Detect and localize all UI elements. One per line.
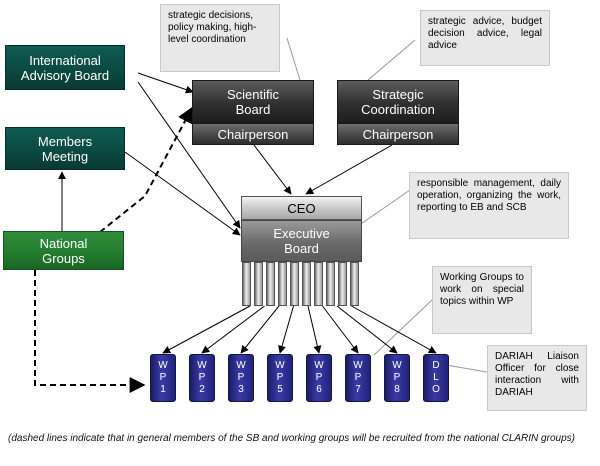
work-package-letter: P (315, 372, 323, 383)
work-package-letter: 6 (316, 384, 322, 395)
eb-to-wp-arrow (307, 305, 322, 354)
eb-to-wp-arrow (201, 305, 265, 354)
work-package-letter: W (236, 360, 246, 371)
work-package-letter: 3 (238, 384, 244, 395)
board-pillar (266, 262, 275, 306)
ceo: CEO (241, 196, 362, 220)
eb-to-wp-arrow (322, 305, 359, 354)
work-package-letter: W (392, 360, 402, 371)
national-groups: National Groups (3, 231, 124, 270)
eb-to-wp-arrow (240, 305, 280, 354)
strategic-coordination: Strategic Coordination (337, 80, 459, 123)
ceo-note-text: responsible management, daily operation,… (417, 178, 561, 213)
board-pillar (278, 262, 287, 306)
dlo-note-pointer (445, 364, 488, 373)
footnote-caption: (dashed lines indicate that in general m… (8, 433, 575, 444)
board-pillar (290, 262, 299, 306)
members-meeting-label: Members Meeting (37, 133, 93, 164)
work-package-letter: 1 (160, 384, 166, 395)
work-package-letter: 2 (199, 384, 205, 395)
work-package-letter: 8 (394, 384, 400, 395)
sc-to-ceo-arrow (305, 144, 393, 195)
eb-to-wp-arrow (351, 305, 437, 354)
board-pillar (338, 262, 347, 306)
scientific-board-label: Scientific Board (226, 86, 280, 117)
board-pillar (254, 262, 263, 306)
wg-note-pointer (373, 299, 433, 356)
dlo-note-text: DARIAH Liaison Officer for close interac… (495, 351, 579, 398)
eb-to-wp-arrows (162, 305, 437, 354)
ceo-label: CEO (287, 200, 316, 216)
scientific-board-note-text: strategic decisions, policy making, high… (168, 10, 257, 45)
eb-to-wp-arrow (278, 305, 294, 354)
executive-board: Executive Board (241, 220, 362, 262)
mm-to-eb-arrow (124, 151, 241, 236)
working-groups-note-text: Working Groups to work on special topics… (440, 272, 524, 307)
work-package-letter: W (275, 360, 285, 371)
scientific-board: Scientific Board (192, 80, 314, 123)
strategic-coordination-note: strategic advice, budget decision advice… (420, 10, 550, 66)
dlo-note: DARIAH Liaison Officer for close interac… (487, 345, 587, 411)
national-groups-label: National Groups (39, 235, 88, 266)
work-package-letter: P (393, 372, 401, 383)
scientific-board-chairperson: Chairperson (192, 123, 314, 145)
scientific-board-chairperson-label: Chairperson (217, 126, 289, 142)
work-package-letter: P (198, 372, 206, 383)
work-package-letter: L (433, 372, 439, 383)
strategic-coordination-chairperson-label: Chairperson (362, 126, 434, 142)
work-package-letter: D (432, 360, 440, 371)
board-pillar (302, 262, 311, 306)
work-package-letter: W (158, 360, 168, 371)
strategic-coordination-note-text: strategic advice, budget decision advice… (428, 16, 542, 51)
work-package-letter: 7 (355, 384, 361, 395)
work-package-letter: W (353, 360, 363, 371)
iab-to-eb-arrow (137, 81, 241, 229)
members-meeting: Members Meeting (5, 127, 125, 170)
scientific-board-note: strategic decisions, policy making, high… (160, 4, 280, 72)
board-pillar (242, 262, 251, 306)
work-package-letter: 5 (277, 384, 283, 395)
sc-note-pointer (367, 39, 416, 81)
board-pillar (326, 262, 335, 306)
work-package-letter: W (197, 360, 207, 371)
sb-to-ceo-arrow (253, 144, 292, 195)
eb-to-wp-arrow (162, 305, 251, 354)
ng-to-wp-dashed-arrow (34, 270, 146, 393)
work-package-letter: P (276, 372, 284, 383)
work-package-letter: P (237, 372, 245, 383)
strategic-coordination-label: Strategic Coordination (361, 86, 435, 117)
eb-to-wp-arrow (336, 305, 398, 354)
work-package-letter: O (432, 384, 440, 395)
work-package-letter: W (314, 360, 324, 371)
ceo-note: responsible management, daily operation,… (409, 172, 569, 239)
executive-board-label: Executive Board (273, 226, 330, 256)
board-pillar (314, 262, 323, 306)
work-package-letter: P (159, 372, 167, 383)
working-groups-note: Working Groups to work on special topics… (432, 266, 532, 334)
ng-to-sb-dashed-arrow (99, 106, 193, 233)
board-pillar (350, 262, 359, 306)
iab-to-sb-arrow (137, 72, 194, 94)
strategic-coordination-chairperson: Chairperson (337, 123, 459, 145)
international-advisory-board-label: International Advisory Board (20, 52, 110, 83)
sb-note-pointer (286, 37, 301, 81)
work-package-letter: P (354, 372, 362, 383)
international-advisory-board: International Advisory Board (5, 45, 125, 90)
